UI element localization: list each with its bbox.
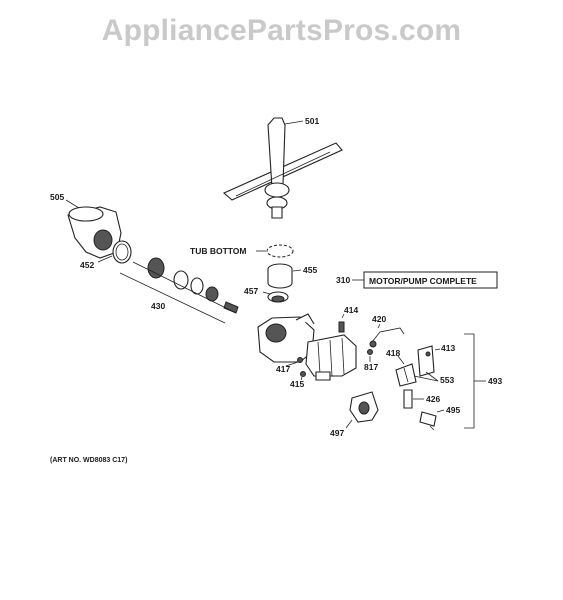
callout-415: 415 [290, 379, 304, 389]
art-number: (ART NO. WD8083 C17) [50, 457, 127, 464]
tub-bottom-label: TUB BOTTOM [190, 246, 247, 256]
part-457[interactable] [267, 291, 289, 303]
callout-430: 430 [151, 301, 165, 311]
part-414-screw[interactable] [338, 321, 345, 333]
callout-495: 495 [446, 405, 460, 415]
callout-426: 426 [426, 394, 440, 404]
callout-417: 417 [276, 364, 290, 374]
motor-unit[interactable] [305, 334, 357, 381]
callout-310: 310 [336, 275, 350, 285]
callout-455: 455 [303, 265, 317, 275]
part-505-housing[interactable] [67, 206, 122, 259]
watermark: AppliancePartsPros.com [101, 14, 462, 47]
part-417[interactable] [297, 357, 303, 363]
part-413-bracket[interactable] [417, 345, 435, 377]
part-418-bracket[interactable] [395, 363, 417, 387]
callout-414: 414 [344, 305, 358, 315]
motor-pump-complete-text: MOTOR/PUMP COMPLETE [369, 276, 477, 286]
callout-457: 457 [244, 286, 258, 296]
motor-pump-complete-box[interactable]: MOTOR/PUMP COMPLETE [363, 271, 498, 289]
callout-817: 817 [364, 362, 378, 372]
callout-553: 553 [440, 375, 454, 385]
bracket-493 [464, 333, 475, 429]
part-497-bracket[interactable] [349, 391, 379, 423]
part-455[interactable] [267, 263, 293, 289]
part-495[interactable] [419, 411, 437, 431]
part-452-clamp[interactable] [112, 240, 132, 264]
callout-452: 452 [80, 260, 94, 270]
pump-housing[interactable] [257, 313, 315, 363]
callout-418: 418 [386, 348, 400, 358]
part-420-wire[interactable] [369, 327, 405, 348]
spray-arm-501[interactable] [222, 117, 343, 219]
callout-505: 505 [50, 192, 64, 202]
part-415[interactable] [300, 371, 306, 377]
callout-497: 497 [330, 428, 344, 438]
callout-493: 493 [488, 376, 502, 386]
callout-413: 413 [441, 343, 455, 353]
callout-420: 420 [372, 314, 386, 324]
part-426[interactable] [403, 389, 413, 409]
tub-bottom-gasket[interactable] [266, 244, 294, 258]
callout-501: 501 [305, 116, 319, 126]
part-817[interactable] [367, 349, 373, 355]
